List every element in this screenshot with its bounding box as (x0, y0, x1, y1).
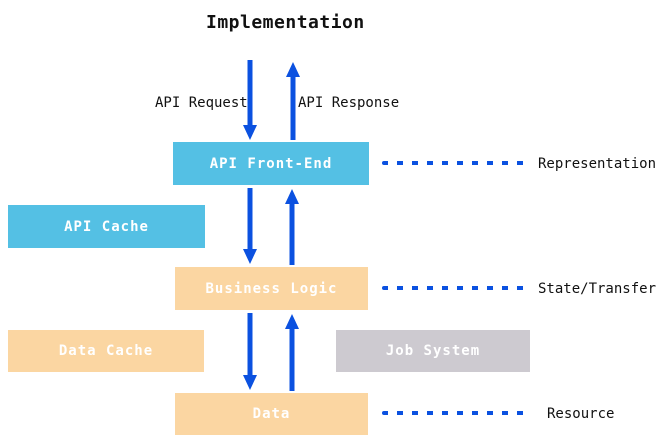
api-request-label: API Request (155, 95, 248, 111)
node-business-logic: Business Logic (175, 267, 368, 310)
arrow-line (247, 60, 253, 126)
node-api-front-end-label: API Front-End (209, 155, 333, 172)
node-data-cache: Data Cache (8, 330, 204, 372)
api-request-arrow (243, 60, 257, 140)
node-api-cache: API Cache (8, 205, 205, 248)
node-data-label: Data (252, 406, 291, 422)
arrow-line (290, 76, 296, 140)
data-to-business-arrow (285, 314, 299, 391)
arrow-line (289, 203, 295, 265)
arrow-head-icon (243, 125, 257, 140)
arrow-line (247, 188, 253, 250)
representation-dashed-line (382, 161, 528, 165)
arrow-head-icon (286, 62, 300, 77)
node-job-system-label: Job System (385, 343, 481, 359)
resource-label: Resource (547, 406, 615, 422)
frontend-to-business-arrow (243, 188, 257, 264)
diagram-title: Implementation (206, 12, 365, 33)
representation-label: Representation (538, 156, 657, 172)
business-to-data-arrow (243, 313, 257, 390)
node-data: Data (175, 393, 368, 435)
api-response-label: API Response (298, 95, 400, 111)
node-api-front-end: API Front-End (173, 142, 369, 185)
arrow-head-icon (243, 375, 257, 390)
node-api-cache-label: API Cache (64, 218, 149, 235)
arrow-head-icon (285, 189, 299, 204)
arrow-line (289, 328, 295, 391)
arrow-head-icon (243, 249, 257, 264)
state-transfer-dashed-line (382, 286, 528, 290)
state-transfer-label: State/Transfer (538, 281, 657, 297)
api-response-arrow (286, 62, 300, 140)
node-job-system: Job System (336, 330, 530, 372)
arrow-head-icon (285, 314, 299, 329)
node-data-cache-label: Data Cache (58, 343, 154, 359)
resource-dashed-line (382, 411, 528, 415)
node-business-logic-label: Business Logic (205, 280, 338, 297)
business-to-frontend-arrow (285, 189, 299, 265)
arrow-line (247, 313, 253, 376)
